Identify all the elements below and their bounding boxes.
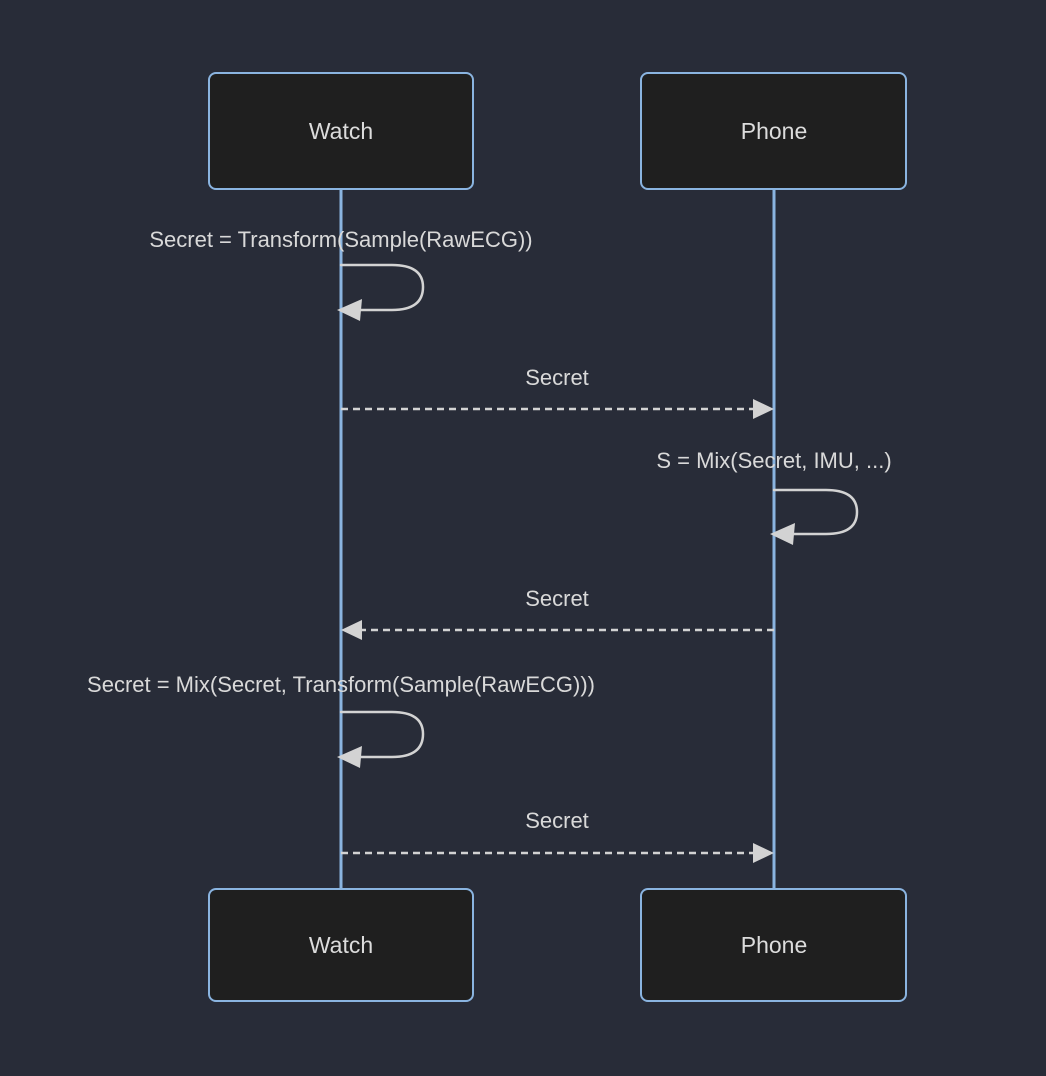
message-1-label: Secret = Transform(Sample(RawECG)) bbox=[149, 227, 532, 252]
participant-watch-bottom[interactable]: Watch bbox=[208, 888, 474, 1002]
lifelines bbox=[339, 189, 776, 891]
message-4-label: Secret bbox=[525, 586, 589, 611]
participant-label-watch-bottom: Watch bbox=[309, 932, 373, 958]
participant-label-watch-top: Watch bbox=[309, 118, 373, 144]
message-2-label: Secret bbox=[525, 365, 589, 390]
participant-watch-top[interactable]: Watch bbox=[208, 72, 474, 190]
message-2-arrow-head bbox=[753, 399, 774, 419]
participant-box-watch-top[interactable] bbox=[208, 72, 474, 190]
message-5-arrow-head bbox=[337, 746, 362, 768]
participant-label-phone-bottom: Phone bbox=[741, 932, 808, 958]
message-1-arrow-head bbox=[337, 299, 362, 321]
participant-box-phone-top[interactable] bbox=[640, 72, 907, 190]
message-6-watch-to-phone[interactable]: Secret bbox=[341, 808, 774, 863]
message-5-label: Secret = Mix(Secret, Transform(Sample(Ra… bbox=[87, 672, 595, 697]
message-6-label: Secret bbox=[525, 808, 589, 833]
participant-phone-top[interactable]: Phone bbox=[640, 72, 907, 190]
message-4-phone-to-watch[interactable]: Secret bbox=[341, 586, 774, 640]
participant-phone-bottom[interactable]: Phone bbox=[640, 888, 907, 1002]
message-3-loop-path bbox=[772, 488, 859, 536]
message-1-self-watch[interactable]: Secret = Transform(Sample(RawECG)) bbox=[149, 227, 533, 321]
message-4-arrow-head bbox=[341, 620, 362, 640]
message-3-label: S = Mix(Secret, IMU, ...) bbox=[656, 448, 891, 473]
message-3-arrow-head bbox=[770, 523, 795, 545]
message-5-self-watch[interactable]: Secret = Mix(Secret, Transform(Sample(Ra… bbox=[87, 672, 595, 768]
participant-box-watch-bottom[interactable] bbox=[208, 888, 474, 1002]
message-2-watch-to-phone[interactable]: Secret bbox=[341, 365, 774, 419]
message-6-arrow-head bbox=[753, 843, 774, 863]
message-1-loop-path bbox=[339, 263, 425, 312]
message-3-self-phone[interactable]: S = Mix(Secret, IMU, ...) bbox=[656, 448, 892, 545]
message-5-loop-path bbox=[339, 710, 425, 759]
participant-label-phone-top: Phone bbox=[741, 118, 808, 144]
participant-box-phone-bottom[interactable] bbox=[640, 888, 907, 1002]
